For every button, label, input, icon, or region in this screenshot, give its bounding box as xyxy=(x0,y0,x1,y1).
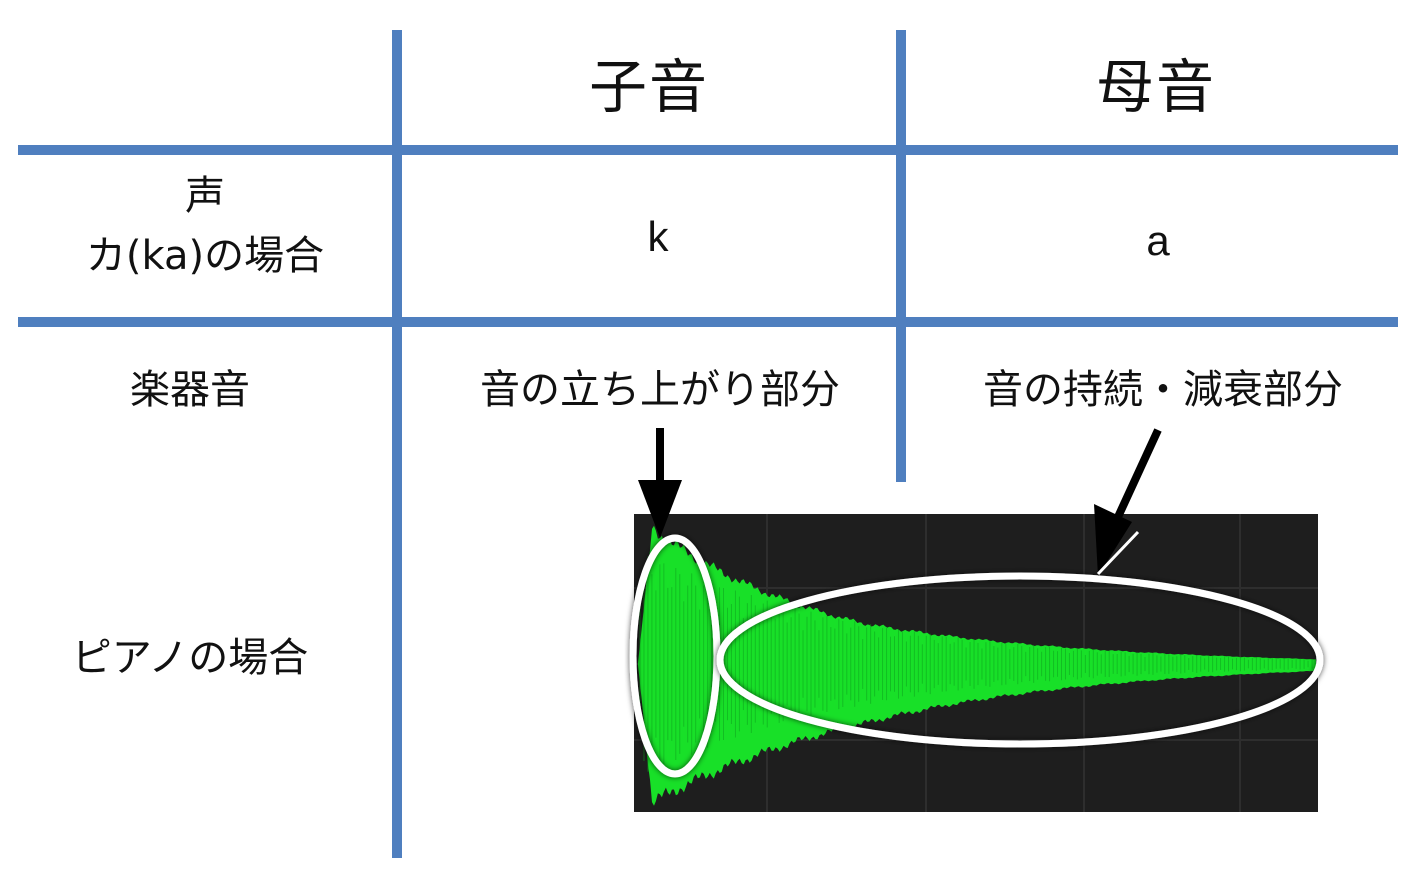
row-voice-consonant-value: k xyxy=(647,213,669,260)
sustain-decay-highlight-ellipse xyxy=(716,572,1324,748)
attack-arrow xyxy=(638,428,682,538)
row-instrument-vowel-desc: 音の持続・減衰部分 xyxy=(983,367,1343,413)
row-voice-vowel-value: a xyxy=(1146,217,1170,264)
row-instrument-label: 楽器音 xyxy=(130,367,250,413)
row-instrument-consonant-desc: 音の立ち上がり部分 xyxy=(480,367,840,413)
row-voice-label-line2: カ(ka)の場合 xyxy=(85,233,325,279)
sustain-decay-arrow xyxy=(1094,428,1162,576)
row-piano-label: ピアノの場合 xyxy=(71,635,309,681)
grid-vertical-line-left xyxy=(392,30,402,858)
waveform-signal xyxy=(638,525,1316,806)
grid-vertical-line-right xyxy=(896,30,906,482)
grid-horizontal-line-top xyxy=(18,145,1398,155)
waveform-envelope xyxy=(638,525,1316,806)
grid-horizontal-line-middle xyxy=(18,317,1398,327)
header-consonant: 子音 xyxy=(588,53,709,121)
header-vowel: 母音 xyxy=(1095,53,1216,121)
row-voice-label-line1: 声 xyxy=(185,173,225,219)
